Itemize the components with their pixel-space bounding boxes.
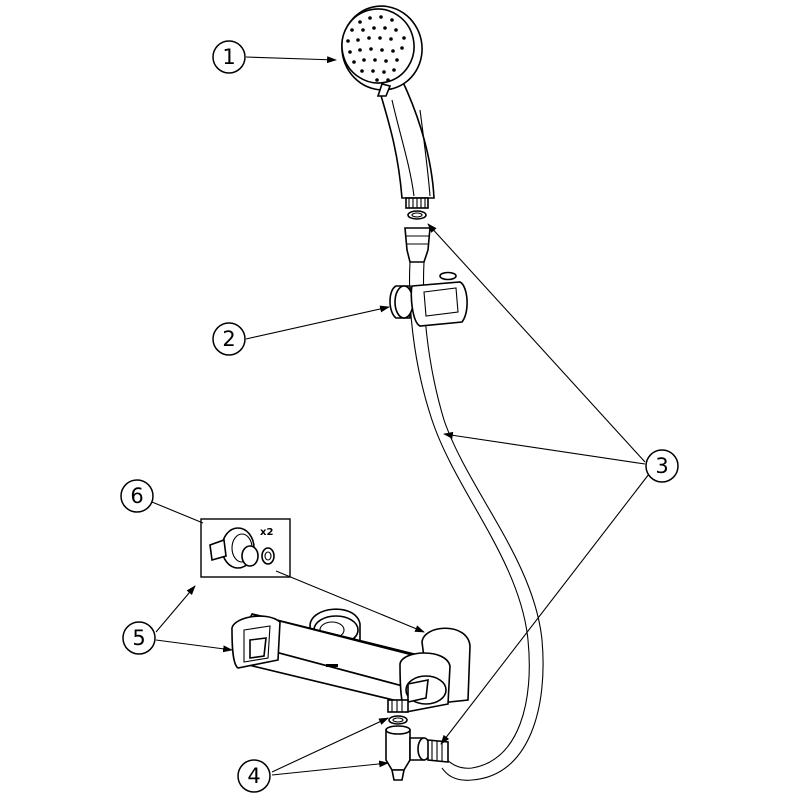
callout-4: 4 <box>237 759 271 793</box>
callout-5: 5 <box>122 621 156 655</box>
callout-2-number: 2 <box>222 327 235 351</box>
spray-nozzles <box>346 15 406 82</box>
outlet-connector <box>385 725 449 781</box>
callout-2: 2 <box>212 322 246 356</box>
thermostatic-mixer <box>231 608 471 725</box>
callout-1: 1 <box>212 40 246 74</box>
callout-6: 6 <box>120 479 154 513</box>
callout-3-number: 3 <box>655 454 668 478</box>
callout-6-number: 6 <box>130 484 143 508</box>
callout-5-number: 5 <box>132 626 145 650</box>
leader-lines <box>151 56 650 776</box>
callout-3: 3 <box>645 449 679 483</box>
eccentric-connector-inset: x2 <box>200 518 291 578</box>
callout-4-number: 4 <box>247 764 260 788</box>
hand-shower <box>341 5 435 220</box>
wall-holder <box>389 271 468 327</box>
callout-1-number: 1 <box>222 45 235 69</box>
shower-hose <box>404 227 544 781</box>
quantity-label: x2 <box>260 527 273 538</box>
